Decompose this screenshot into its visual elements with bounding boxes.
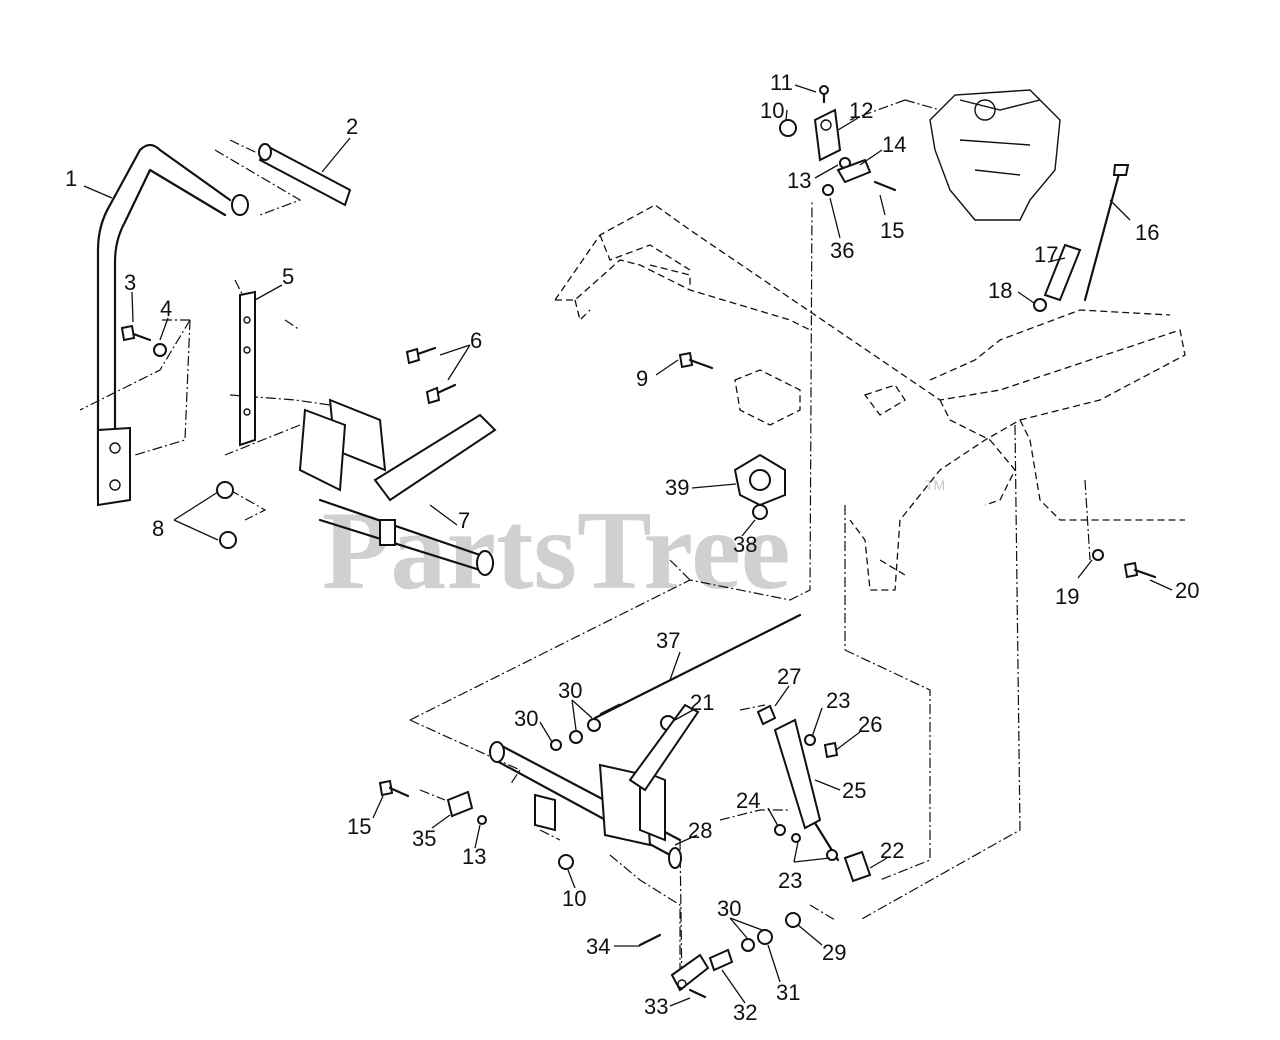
part-bolt-3: [120, 324, 167, 357]
part-clevis: [638, 912, 801, 999]
callout-24: 24: [736, 788, 760, 813]
callout-10-upper: 10: [760, 98, 784, 123]
part-upper-linkage: [779, 85, 897, 196]
part-grip: [231, 143, 352, 216]
part-nuts-8: [216, 481, 237, 549]
part-spring: [1033, 164, 1130, 312]
callout-15-lower: 15: [347, 814, 371, 839]
callout-2: 2: [346, 114, 358, 139]
callout-39: 39: [665, 475, 689, 500]
callout-30-upper-a: 30: [558, 678, 582, 703]
callout-12: 12: [849, 98, 873, 123]
watermark-trademark: TM: [925, 477, 945, 493]
callout-33: 33: [644, 994, 668, 1019]
callout-34: 34: [586, 934, 610, 959]
callout-13-lower: 13: [462, 844, 486, 869]
callout-14: 14: [882, 132, 906, 157]
part-threaded-rod: [593, 613, 802, 720]
part-bearing: [733, 453, 786, 520]
callout-30-upper-b: 30: [514, 706, 538, 731]
callout-13-upper: 13: [787, 168, 811, 193]
callout-30-lower: 30: [717, 896, 741, 921]
callout-1: 1: [65, 166, 77, 191]
part-bolts-6: [405, 346, 457, 405]
callout-9: 9: [636, 366, 648, 391]
callout-15-upper: 15: [880, 218, 904, 243]
callout-32: 32: [733, 1000, 757, 1025]
callout-21: 21: [690, 690, 714, 715]
part-bar: [239, 290, 256, 447]
callout-28: 28: [688, 818, 712, 843]
callout-27: 27: [777, 664, 801, 689]
callout-19: 19: [1055, 584, 1079, 609]
part-pivot-shaft: [298, 398, 497, 576]
routing-lines: [79, 99, 1091, 991]
callout-29: 29: [822, 940, 846, 965]
callout-8: 8: [152, 516, 164, 541]
part-handle: [96, 143, 232, 507]
part-lower-bolt-group: [378, 779, 487, 825]
callout-17: 17: [1034, 242, 1058, 267]
callout-26: 26: [858, 712, 882, 737]
callout-5: 5: [282, 264, 294, 289]
part-nut-10-lower: [558, 854, 574, 870]
callout-38: 38: [733, 532, 757, 557]
callout-23-upper: 23: [826, 688, 850, 713]
callout-16: 16: [1135, 220, 1159, 245]
callout-labels: 1 2 3 4 5 6 7 8 9 10 11 12 13 14 15 36 1…: [65, 70, 1199, 1025]
part-washer-bolt-19-20: [1092, 549, 1157, 579]
callout-36: 36: [830, 238, 854, 263]
part-cylinder: [756, 704, 872, 883]
callout-31: 31: [776, 980, 800, 1005]
callout-37: 37: [656, 628, 680, 653]
leader-lines: [83, 84, 1173, 1007]
callout-4: 4: [160, 296, 172, 321]
part-bolt-9: [678, 351, 714, 370]
watermark-text: PartsTree: [322, 489, 791, 613]
callout-7: 7: [458, 508, 470, 533]
callout-22: 22: [880, 838, 904, 863]
callout-23-lower: 23: [778, 868, 802, 893]
chassis-frame: [554, 204, 1186, 591]
callout-35: 35: [412, 826, 436, 851]
callout-3: 3: [124, 270, 136, 295]
callout-25: 25: [842, 778, 866, 803]
callout-10-lower: 10: [562, 886, 586, 911]
callout-20: 20: [1175, 578, 1199, 603]
callout-11: 11: [770, 70, 793, 95]
part-lower-shaft: [489, 703, 700, 869]
part-engine: [929, 89, 1061, 221]
callout-6: 6: [470, 328, 482, 353]
callout-18: 18: [988, 278, 1012, 303]
